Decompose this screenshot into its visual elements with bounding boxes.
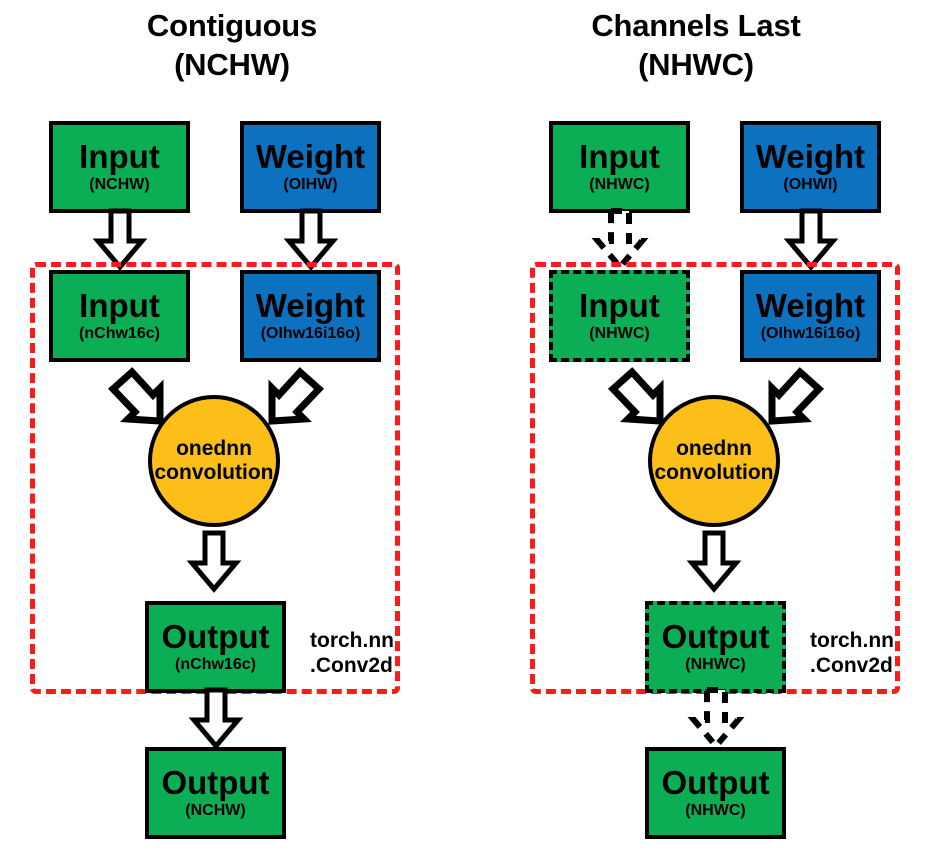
arrow-input-to-inner-input — [591, 208, 649, 272]
outer-input-label: Input — [79, 137, 160, 175]
panel-title-line2: (NCHW) — [174, 47, 290, 82]
inner-output-box[interactable]: Output (nChw16c) — [145, 601, 286, 693]
inner-input-box[interactable]: Input (nChw16c) — [49, 270, 190, 362]
outer-weight-format: (OHWI) — [783, 175, 838, 193]
inner-input-format: (NHWC) — [589, 324, 650, 342]
outer-output-label: Output — [161, 763, 270, 801]
onednn-convolution-node[interactable]: onednn convolution — [148, 395, 280, 527]
arrow-inner-output-to-outer-output — [687, 687, 745, 751]
op-label-line2: convolution — [654, 461, 774, 484]
arrow-op-to-inner-output — [186, 530, 242, 593]
outer-output-box[interactable]: Output (NCHW) — [145, 747, 286, 839]
inner-output-format: (NHWC) — [685, 655, 746, 673]
inner-weight-box[interactable]: Weight (OIhw16i16o) — [240, 270, 381, 362]
region-label-torch-conv2d: torch.nn .Conv2d — [810, 628, 894, 678]
inner-input-label: Input — [579, 286, 660, 324]
arrow-weight-to-inner-weight — [783, 208, 839, 271]
arrow-inner-output-to-outer-output — [188, 687, 244, 750]
outer-input-label: Input — [579, 137, 660, 175]
outer-output-label: Output — [661, 763, 770, 801]
region-label-torch-conv2d: torch.nn .Conv2d — [310, 628, 394, 678]
outer-weight-label: Weight — [755, 137, 866, 175]
op-label-line2: convolution — [154, 461, 274, 484]
region-label-line2: .Conv2d — [310, 654, 393, 677]
inner-weight-label: Weight — [755, 286, 866, 324]
region-label-line1: torch.nn — [810, 629, 894, 652]
onednn-convolution-node[interactable]: onednn convolution — [648, 395, 780, 527]
outer-weight-format: (OIHW) — [283, 175, 338, 193]
outer-input-format: (NCHW) — [89, 175, 150, 193]
arrow-weight-to-inner-weight — [283, 208, 339, 271]
arrow-input-to-inner-input — [92, 208, 148, 271]
region-label-line2: .Conv2d — [810, 654, 893, 677]
inner-output-label: Output — [661, 617, 770, 655]
inner-output-label: Output — [161, 617, 270, 655]
outer-weight-label: Weight — [255, 137, 366, 175]
panel-title-line1: Contiguous — [146, 8, 318, 43]
inner-output-format: (nChw16c) — [175, 655, 256, 673]
panel-title-line2: (NHWC) — [638, 47, 754, 82]
arrow-inner-input-to-op — [96, 366, 168, 432]
inner-input-label: Input — [79, 286, 160, 324]
inner-input-format: (nChw16c) — [79, 324, 160, 342]
panel-channels-last: Channels Last (NHWC) Input (NHWC) Weight… — [464, 0, 928, 859]
panel-title-channels-last: Channels Last (NHWC) — [464, 6, 928, 84]
panel-title-line1: Channels Last — [591, 8, 801, 43]
outer-output-format: (NCHW) — [185, 801, 246, 819]
op-label-line1: onednn — [676, 437, 752, 460]
outer-input-box[interactable]: Input (NCHW) — [49, 121, 190, 213]
outer-input-box[interactable]: Input (NHWC) — [549, 121, 690, 213]
arrow-op-to-inner-output — [686, 530, 742, 593]
inner-weight-label: Weight — [255, 286, 366, 324]
outer-weight-box[interactable]: Weight (OIHW) — [240, 121, 381, 213]
arrow-inner-weight-to-op — [264, 366, 336, 432]
outer-output-format: (NHWC) — [685, 801, 746, 819]
panel-contiguous: Contiguous (NCHW) Input (NCHW) Weight (O… — [0, 6, 464, 839]
inner-input-box[interactable]: Input (NHWC) — [549, 270, 690, 362]
panel-title-contiguous: Contiguous (NCHW) — [0, 6, 464, 84]
arrow-inner-input-to-op — [596, 366, 668, 432]
region-label-line1: torch.nn — [310, 629, 394, 652]
arrow-inner-weight-to-op — [764, 366, 836, 432]
inner-output-box[interactable]: Output (NHWC) — [645, 601, 786, 693]
inner-weight-box[interactable]: Weight (OIhw16i16o) — [740, 270, 881, 362]
inner-weight-format: (OIhw16i16o) — [260, 324, 361, 342]
op-label-line1: onednn — [176, 437, 252, 460]
outer-output-box[interactable]: Output (NHWC) — [645, 747, 786, 839]
outer-input-format: (NHWC) — [589, 175, 650, 193]
outer-weight-box[interactable]: Weight (OHWI) — [740, 121, 881, 213]
inner-weight-format: (OIhw16i16o) — [760, 324, 861, 342]
